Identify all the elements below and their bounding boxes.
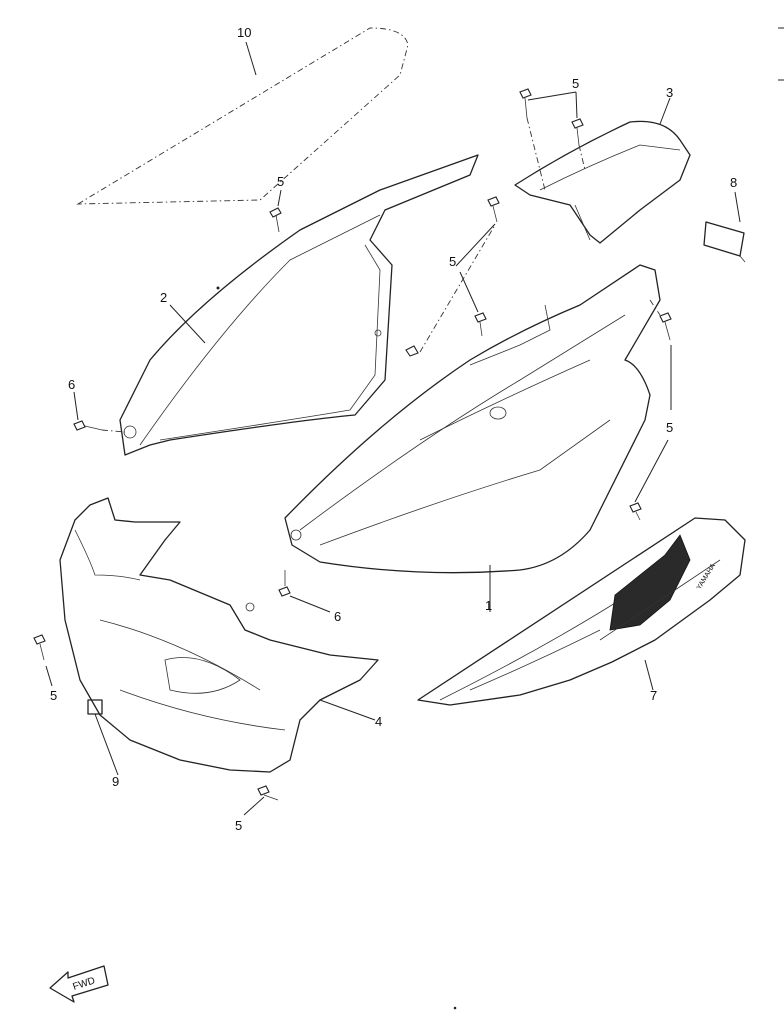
callout-2: 2 bbox=[160, 290, 167, 305]
part-4-lower-panel bbox=[59, 497, 379, 773]
corner-marks bbox=[453, 27, 784, 1010]
callout-4: 4 bbox=[375, 714, 382, 729]
callout-9: 9 bbox=[112, 774, 119, 789]
callout-1: 1 bbox=[485, 598, 492, 613]
callout-6-b: 6 bbox=[334, 609, 341, 624]
callout-6-a: 6 bbox=[68, 377, 75, 392]
part-2-left-side-cover bbox=[119, 154, 479, 456]
callout-5-a: 5 bbox=[277, 174, 284, 189]
callout-10: 10 bbox=[237, 25, 251, 40]
bolts-5-center bbox=[405, 196, 500, 357]
fwd-arrow-icon: FWD bbox=[49, 965, 109, 1003]
callout-3: 3 bbox=[666, 85, 673, 100]
bolt-5-top-left bbox=[269, 189, 282, 233]
part-9-clip bbox=[87, 699, 119, 776]
callout-5-c: 5 bbox=[449, 254, 456, 269]
callout-5-f: 5 bbox=[235, 818, 242, 833]
part-1-right-side-cover bbox=[284, 264, 661, 612]
callout-8: 8 bbox=[730, 175, 737, 190]
callout-5-d: 5 bbox=[666, 420, 673, 435]
bolt-5-left-lower bbox=[33, 634, 53, 687]
bolts-5-tail-cover bbox=[519, 88, 586, 191]
screw-6-center bbox=[278, 570, 331, 613]
part-10-seat-pad bbox=[76, 27, 409, 205]
bolts-5-right bbox=[629, 299, 672, 521]
callout-7: 7 bbox=[650, 688, 657, 703]
part-3-tail-cover bbox=[514, 97, 691, 244]
callout-5-e: 5 bbox=[50, 688, 57, 703]
callout-5-b: 5 bbox=[572, 76, 579, 91]
part-8-label bbox=[703, 191, 746, 263]
decal-brand-text: YAMAHA bbox=[696, 562, 718, 591]
part-7-decal: YAMAHA bbox=[417, 517, 746, 706]
screw-6-left bbox=[73, 391, 126, 433]
bolt-5-bottom bbox=[243, 785, 279, 816]
